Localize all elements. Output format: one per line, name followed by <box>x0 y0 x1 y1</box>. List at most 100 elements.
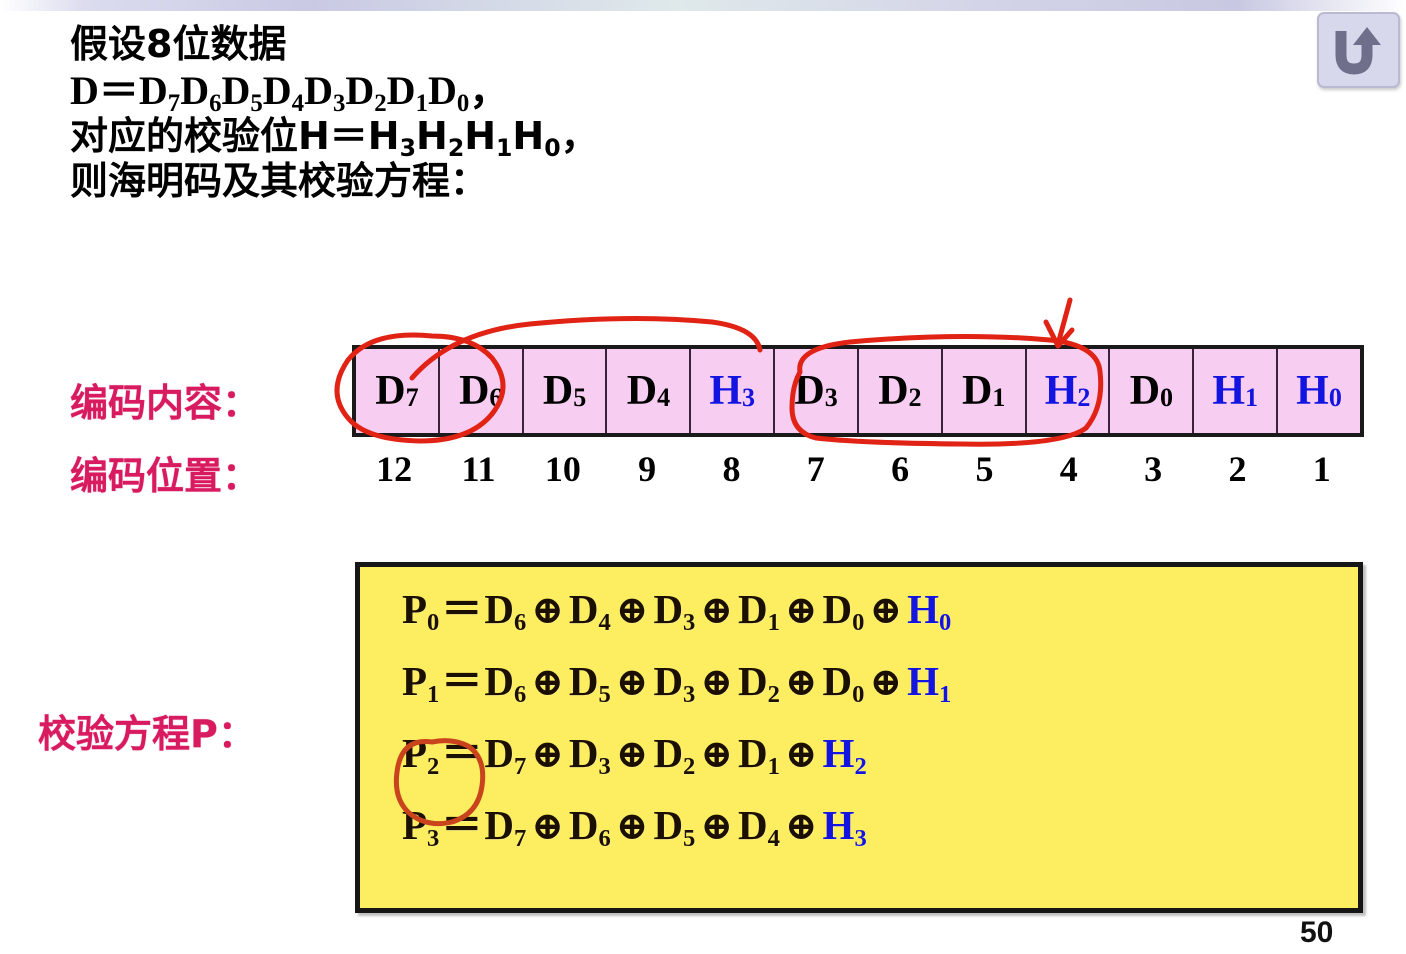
xor-symbol: ⊕ <box>784 804 818 848</box>
term-d3: D3 <box>568 729 611 781</box>
term-d0: D0 <box>822 657 865 709</box>
xor-symbol: ⊕ <box>700 732 733 776</box>
cell-base: H <box>1212 368 1246 414</box>
term-d6: D6 <box>568 801 611 853</box>
equals-symbol: ＝ <box>441 657 483 704</box>
code-position-2: 2 <box>1228 449 1247 489</box>
term-d6: D6 <box>484 586 527 637</box>
term-subscript: 5 <box>598 681 611 709</box>
cell-subscript: 3 <box>742 383 756 413</box>
code-position-6: 6 <box>891 449 910 489</box>
cell-subscript: 7 <box>405 383 419 413</box>
term-d5: D5 <box>653 801 696 853</box>
xor-symbol: ⊕ <box>784 732 818 776</box>
code-position-5: 5 <box>975 449 994 489</box>
term-subscript: 1 <box>938 681 952 709</box>
ink-arrow-head-h2 <box>1043 319 1075 349</box>
cell-base: D <box>1129 368 1161 414</box>
cell-subscript: 2 <box>1077 383 1091 413</box>
term-d4: D4 <box>568 586 611 637</box>
term-subscript: 6 <box>513 609 527 637</box>
cell-base: D <box>878 368 909 414</box>
cell-base: D <box>459 368 490 414</box>
term-subscript: 3 <box>598 753 611 781</box>
cell-subscript: 2 <box>908 383 922 413</box>
equation-p0: P0＝D6⊕D4⊕D3⊕D1⊕D0⊕H0 <box>402 586 1358 637</box>
cell-subscript: 1 <box>992 383 1006 413</box>
xor-symbol: ⊕ <box>615 804 649 848</box>
slide-top-strip <box>0 0 1406 11</box>
cell-subscript: 0 <box>1328 383 1342 413</box>
header-line-3: 对应的校验位H＝H3H2H1H0， <box>70 114 599 162</box>
term-subscript: 7 <box>513 825 527 853</box>
header-line-1: 假设8位数据 <box>70 22 287 66</box>
xor-symbol: ⊕ <box>531 589 564 632</box>
cell-subscript: 5 <box>573 383 587 413</box>
term-subscript: 1 <box>767 753 780 781</box>
code-position-7: 7 <box>806 449 825 489</box>
return-uturn-button[interactable] <box>1317 12 1400 88</box>
ink-arrow-to-h2 <box>1055 297 1073 347</box>
xor-symbol: ⊕ <box>531 660 564 704</box>
xor-symbol: ⊕ <box>615 660 649 704</box>
equation-p3: P3＝D7⊕D6⊕D5⊕D4⊕H3 <box>402 801 1358 853</box>
xor-symbol: ⊕ <box>531 804 564 848</box>
code-position-3: 3 <box>1144 449 1163 489</box>
term-subscript: 2 <box>854 753 867 781</box>
term-subscript: 4 <box>598 609 611 637</box>
cell-subscript: 0 <box>1160 383 1174 413</box>
cell-subscript: 4 <box>657 383 671 413</box>
cell-base: H <box>1044 368 1078 414</box>
term-h1: H1 <box>907 657 952 709</box>
label-check-equation: 校验方程P： <box>38 712 256 756</box>
term-h0: H0 <box>907 586 952 637</box>
header-text: 假设8位数据 D＝D7D6D5D4D3D2D1D0， 对应的校验位H＝H3H2H… <box>70 22 970 204</box>
equation-lhs: P <box>402 801 428 848</box>
equation-lhs: P <box>402 729 428 776</box>
equation-lhs-subscript: 0 <box>427 609 440 637</box>
term-subscript: 5 <box>683 825 696 853</box>
xor-symbol: ⊕ <box>700 589 733 632</box>
code-position-8: 8 <box>722 449 741 489</box>
equation-lhs-subscript: 1 <box>427 681 440 709</box>
term-subscript: 0 <box>938 609 952 637</box>
xor-symbol: ⊕ <box>700 660 733 704</box>
xor-symbol: ⊕ <box>784 589 818 632</box>
term-d3: D3 <box>653 586 696 637</box>
cell-base: D <box>626 368 658 414</box>
term-d2: D2 <box>737 657 780 709</box>
header-line-4: 则海明码及其校验方程： <box>70 158 489 203</box>
cell-subscript: 1 <box>1245 383 1259 413</box>
term-d1: D1 <box>737 729 780 781</box>
label-code-position: 编码位置： <box>70 454 261 498</box>
equation-lhs: P <box>402 657 428 704</box>
cell-base: D <box>375 368 406 414</box>
page-number: 50 <box>1300 916 1334 949</box>
term-h3: H3 <box>822 801 867 853</box>
code-position-4: 4 <box>1059 449 1078 489</box>
term-subscript: 4 <box>767 825 780 853</box>
term-subscript: 6 <box>598 825 611 853</box>
xor-symbol: ⊕ <box>615 589 649 632</box>
cell-base: D <box>962 368 993 414</box>
xor-symbol: ⊕ <box>784 660 818 704</box>
xor-symbol: ⊕ <box>700 804 733 848</box>
cell-base: D <box>794 368 825 414</box>
code-position-11: 11 <box>461 449 496 489</box>
term-h2: H2 <box>822 729 867 781</box>
term-d0: D0 <box>822 586 865 637</box>
term-subscript: 2 <box>767 681 780 709</box>
term-subscript: 7 <box>513 753 527 781</box>
term-d1: D1 <box>737 586 780 637</box>
code-position-12: 12 <box>376 449 413 489</box>
cell-base: H <box>709 368 743 414</box>
